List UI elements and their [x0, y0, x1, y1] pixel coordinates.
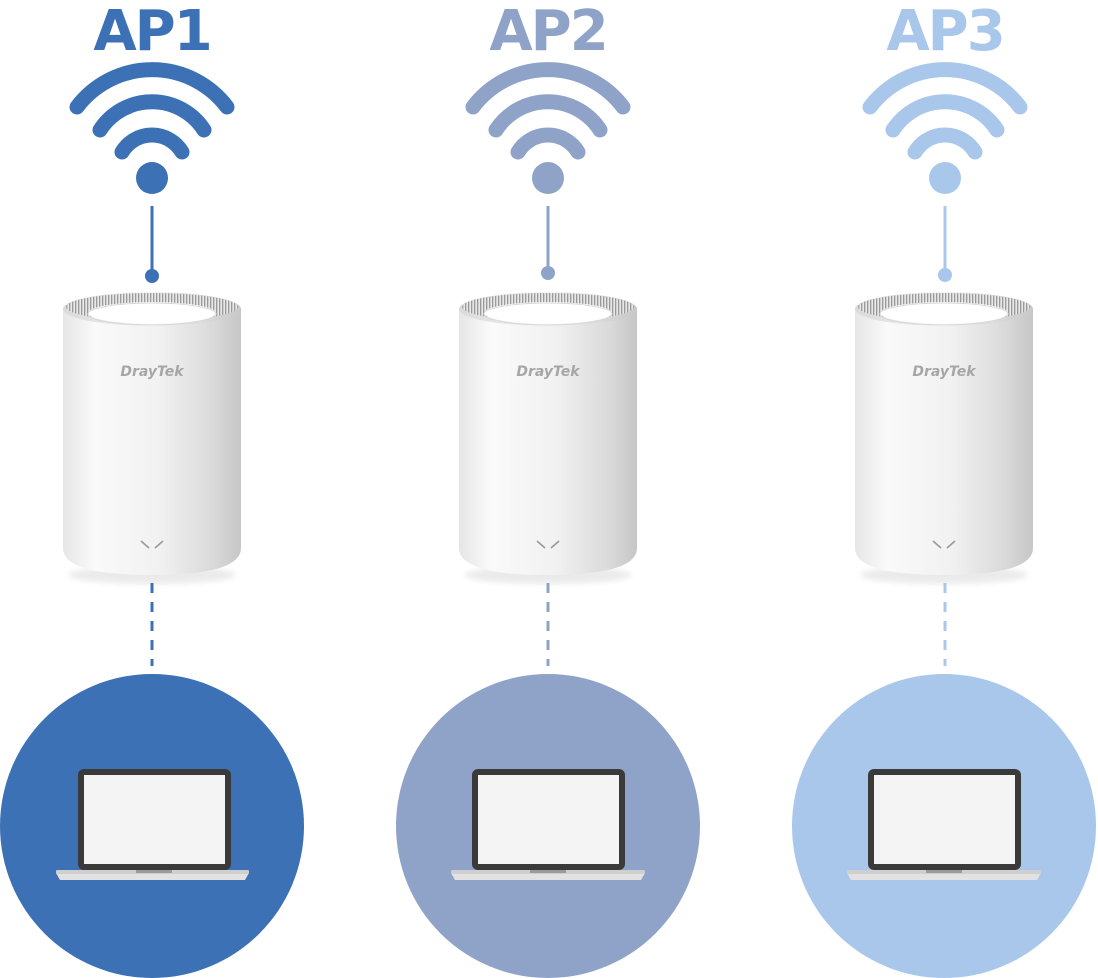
router-brand-logo: DrayTek [120, 364, 185, 380]
router-brand-logo: DrayTek [516, 364, 581, 380]
mesh-router-icon: DrayTek [459, 292, 637, 584]
laptop-icon [847, 769, 1041, 880]
ap-title: AP3 [886, 0, 1003, 64]
router-brand-logo: DrayTek [912, 364, 977, 380]
wifi-signal-icon [465, 62, 631, 194]
laptop-icon [451, 769, 645, 880]
ap-column-2: AP2 DrayTek [396, 0, 700, 978]
laptop-icon [56, 769, 249, 880]
ap-title: AP2 [489, 0, 606, 64]
connector-node [938, 268, 952, 282]
mesh-router-icon: DrayTek [855, 292, 1033, 584]
ap-title: AP1 [93, 0, 210, 64]
wifi-signal-icon [69, 62, 235, 194]
mesh-router-icon: DrayTek [63, 292, 241, 584]
ap-column-3: AP3 DrayTek [792, 0, 1096, 978]
ap-column-1: AP1 DrayTek [0, 0, 304, 978]
wifi-signal-icon [862, 62, 1028, 194]
connector-node [145, 269, 159, 283]
connector-node [541, 266, 555, 280]
